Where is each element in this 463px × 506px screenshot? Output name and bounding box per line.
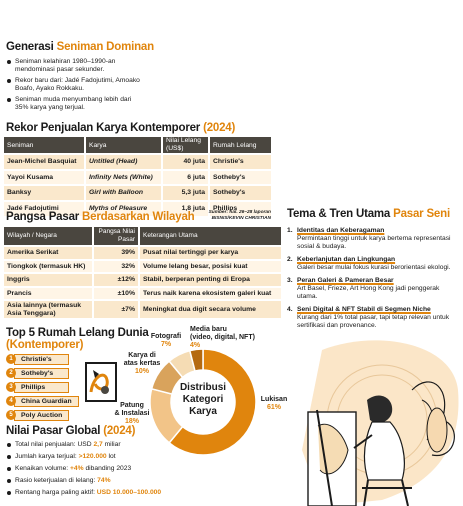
tema-section: Tema & Tren Utama Pasar Seni 1.Identitas… xyxy=(287,208,459,335)
pie-label-patung: Patung& Instalasi 18% xyxy=(114,402,150,425)
table-row: Yayoi Kusama Infinity Nets (White) 6 jut… xyxy=(4,168,271,185)
generasi-section: Generasi Seniman Dominan Seniman kelahir… xyxy=(6,41,156,115)
rekor-house: Sotheby's xyxy=(208,184,271,201)
list-item: Kenaikan volume: +4% dibanding 2023 xyxy=(6,465,206,473)
table-row: Prancis ±10% Terus naik karena ekosistem… xyxy=(4,285,281,300)
rekor-value: 1,8 juta xyxy=(161,199,209,216)
pangsa-header: Wilayah / Negara xyxy=(4,227,93,246)
pangsa-region: Prancis xyxy=(4,285,93,300)
rekor-house: Phillips xyxy=(208,199,271,216)
nilai-title: Nilai Pasar Global (2024) xyxy=(6,425,136,437)
rekor-artist: Yayoi Kusama xyxy=(4,168,85,185)
list-item: Rentang harga paling aktif: USD 10.000–1… xyxy=(6,489,206,497)
generasi-bullet: Rekor baru dari: Jadé Fadojutimi, Amoako… xyxy=(6,77,141,93)
rekor-header: Karya xyxy=(84,137,162,154)
pie-center-title: Distribusi Kategori Karya xyxy=(179,382,227,417)
pangsa-region: Inggris xyxy=(4,272,93,287)
pie-label-media: Media baru(video, digital, NFT) 4% xyxy=(190,326,255,349)
rekor-value: 5,3 juta xyxy=(161,184,209,201)
generasi-bullet: Seniman kelahiran 1980–1990-an mendomina… xyxy=(6,58,141,74)
pie-slice-lukisan xyxy=(168,348,257,456)
table-row: Asia lainnya (termasuk Asia Tenggara) ±7… xyxy=(4,299,281,318)
table-row: Jadé Fadojutimi Myths of Pleasure 1,8 ju… xyxy=(4,199,271,216)
rekor-artist: Banksy xyxy=(4,184,85,201)
rekor-header: Nilai Lelang (US$) xyxy=(161,137,209,154)
pangsa-share: 32% xyxy=(92,258,139,273)
pangsa-share: ±10% xyxy=(92,285,139,300)
nilai-list: Total nilai penjualan: USD 2,7 miliar Ju… xyxy=(6,441,206,497)
generasi-bullet: Seniman muda menyumbang lebih dari 35% k… xyxy=(6,96,141,112)
pangsa-header: Keterangan Utama xyxy=(138,227,281,246)
list-item: Jumlah karya terjual: >120.000 lot xyxy=(6,453,206,461)
pangsa-region: Tiongkok (termasuk HK) xyxy=(4,258,93,273)
rekor-title: Rekor Penjualan Karya Kontemporer (2024) xyxy=(6,122,236,134)
list-item: 4.Seni Digital & NFT Stabil di Segmen Ni… xyxy=(287,306,450,329)
table-row: Inggris ±12% Stabil, berperan penting di… xyxy=(4,272,281,287)
pangsa-title: Pangsa Pasar Berdasarkan Wilayah xyxy=(6,211,195,223)
top5-title: Top 5 Rumah Lelang Dunia xyxy=(6,327,149,339)
pangsa-note: Pusat nilai tertinggi per karya xyxy=(138,245,281,260)
table-row: Jean-Michel Basquiat Untitled (Head) 40 … xyxy=(4,153,271,170)
rekor-table: Seniman Karya Nilai Lelang (US$) Rumah L… xyxy=(4,137,271,216)
pie-slices xyxy=(149,348,257,456)
pangsa-table: Wilayah / Negara Pangsa Nilai Pasar Kete… xyxy=(4,227,281,318)
rekor-value: 6 juta xyxy=(161,168,209,185)
generasi-title: Generasi Seniman Dominan xyxy=(6,41,154,53)
rekor-work: Untitled (Head) xyxy=(84,153,162,170)
list-item: Total nilai penjualan: USD 2,7 miliar xyxy=(6,441,206,449)
list-item: Rasio keterjualan di lelang: 74% xyxy=(6,477,206,485)
pangsa-region: Asia lainnya (termasuk Asia Tenggara) xyxy=(4,299,93,318)
pangsa-note: Volume lelang besar, posisi kuat xyxy=(138,258,281,273)
table-row: Amerika Serikat 39% Pusat nilai tertingg… xyxy=(4,245,281,260)
rekor-header: Seniman xyxy=(4,137,85,154)
abstract-artwork-icon xyxy=(85,362,117,402)
pangsa-note: Stabil, berperan penting di Eropa xyxy=(138,272,281,287)
pangsa-header: Pangsa Nilai Pasar xyxy=(92,227,139,246)
pangsa-share: ±7% xyxy=(92,299,139,318)
rekor-header: Rumah Lelang xyxy=(208,137,271,154)
tema-title: Tema & Tren Utama Pasar Seni xyxy=(287,208,450,220)
pangsa-note: Terus naik karena ekosistem galeri kuat xyxy=(138,285,281,300)
rekor-house: Sotheby's xyxy=(208,168,271,185)
rekor-house: Christie's xyxy=(208,153,271,170)
pangsa-region: Amerika Serikat xyxy=(4,245,93,260)
pangsa-note: Meningkat dua digit secara volume xyxy=(138,299,281,318)
pangsa-share: 39% xyxy=(92,245,139,260)
pie-label-lukisan: Lukisan 61% xyxy=(260,396,288,411)
pie-slice-media-baru-video-digital-nft xyxy=(188,348,204,372)
rekor-value: 40 juta xyxy=(161,153,209,170)
rekor-source: Sumber: hal. 26–28 laporan BISNIS/KEVIN … xyxy=(208,210,271,221)
rekor-work: Girl with Balloon xyxy=(84,184,162,201)
rekor-work: Infinity Nets (White) xyxy=(84,168,162,185)
pie-label-foto: Fotografi 7% xyxy=(150,333,182,348)
top5-section: Top 5 Rumah Lelang Dunia (Kontemporer) 1… xyxy=(6,327,149,423)
rekor-artist: Jadé Fadojutimi xyxy=(4,199,85,216)
table-row: Banksy Girl with Balloon 5,3 juta Sotheb… xyxy=(4,184,271,201)
top5-subtitle: (Kontemporer) xyxy=(6,339,84,351)
rekor-artist: Jean-Michel Basquiat xyxy=(4,153,85,170)
table-row: Tiongkok (termasuk HK) 32% Volume lelang… xyxy=(4,258,281,273)
rekor-work: Myths of Pleasure xyxy=(84,199,162,216)
pangsa-share: ±12% xyxy=(92,272,139,287)
painter-illustration-icon xyxy=(302,340,459,506)
nilai-section: Nilai Pasar Global (2024) Total nilai pe… xyxy=(6,425,206,501)
generasi-list: Seniman kelahiran 1980–1990-an mendomina… xyxy=(6,58,141,112)
